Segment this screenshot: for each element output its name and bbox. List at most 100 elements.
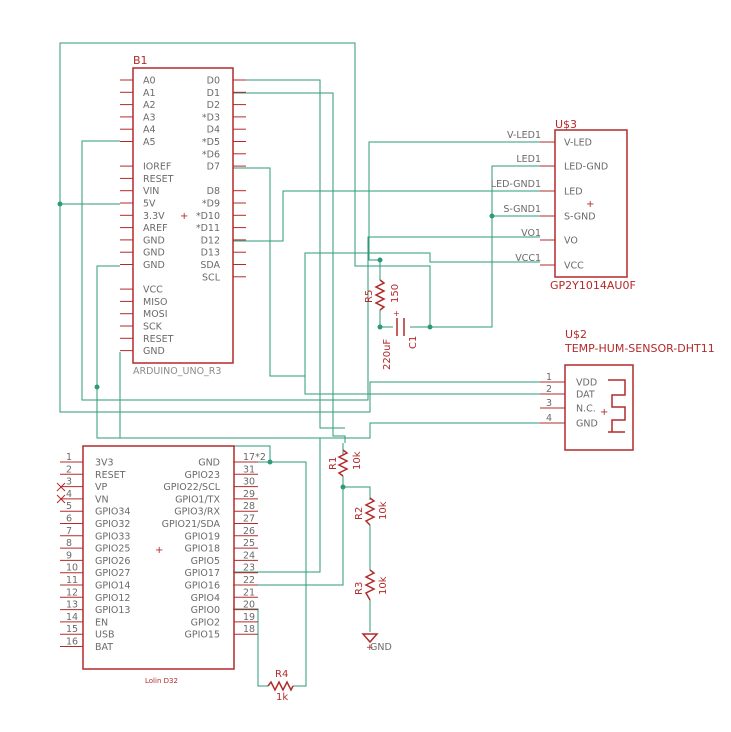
arduino-pin-label: SCL <box>202 272 221 283</box>
arduino-pin-label: A0 <box>143 76 156 87</box>
arduino-pin-label: *D3 <box>202 112 220 123</box>
c1-ref: C1 <box>408 336 419 349</box>
esp32-pin-label: GPIO12 <box>95 593 130 604</box>
arduino-ref: B1 <box>133 54 148 67</box>
esp32-pin-number: 8 <box>66 538 72 549</box>
arduino-pin-label: SDA <box>200 260 220 271</box>
junction-r5-top <box>377 257 383 263</box>
dht-pin-number: 3 <box>546 398 552 409</box>
r5-ref: R5 <box>364 290 375 303</box>
esp32-pin-label: BAT <box>95 642 113 653</box>
esp32-pin-number: 27 <box>243 514 255 525</box>
resistor-r4[interactable]: R4 1k <box>267 669 294 703</box>
ground-label: GND <box>370 642 392 653</box>
dust-net-label: V-LED1 <box>507 130 541 141</box>
esp32-pin-label: GND <box>198 458 220 469</box>
arduino-pin-label: D0 <box>207 76 220 87</box>
esp32-pin-label: GPIO3/RX <box>174 507 220 518</box>
dust-net-label: VCC1 <box>515 253 541 264</box>
esp32-pin-label: GPIO26 <box>95 556 130 567</box>
resistor-r3[interactable]: R3 10k <box>354 569 389 601</box>
arduino-pin-label: 5V <box>143 199 156 210</box>
arduino-pin-label: MISO <box>143 297 168 308</box>
dust-net-label: VO1 <box>521 228 541 239</box>
esp32-pin-number: 3 <box>66 477 72 488</box>
arduino-pin-label: MOSI <box>143 309 168 320</box>
arduino-pin-label: D2 <box>207 100 220 111</box>
arduino-value: ARDUINO_UNO_R3 <box>133 366 221 377</box>
dust-pin-label: S-GND <box>564 212 596 223</box>
r5-value: 150 <box>390 284 401 303</box>
arduino-pin-label: D12 <box>201 235 220 246</box>
arduino-pin-label: *D9 <box>202 199 220 210</box>
resistor-r5[interactable]: R5 150 <box>364 279 401 311</box>
esp32-pin-number: 7 <box>66 526 72 537</box>
esp32-pin-number: 24 <box>243 550 255 561</box>
esp32-pin-number: 4 <box>66 489 72 500</box>
arduino-pin-label: IOREF <box>143 162 171 173</box>
r2-ref: R2 <box>354 507 365 520</box>
r3-ref: R3 <box>354 582 365 595</box>
dust-origin-mark: + <box>586 199 594 210</box>
esp32-pin-label: VN <box>95 494 109 505</box>
dht-pin-number: 1 <box>546 372 552 383</box>
arduino-pin-label: RESET <box>143 334 174 345</box>
dust-sensor-component[interactable]: U$3 GP2Y1014AU0F + V-LEDV-LED1LED-GNDLED… <box>491 118 636 292</box>
esp32-pin-label: GPIO25 <box>95 544 130 555</box>
esp32-pin-label: GPIO15 <box>185 630 220 641</box>
dht-origin-mark: + <box>600 407 608 418</box>
esp32-pin-label: GPIO34 <box>95 507 130 518</box>
esp32-pin-number: 11 <box>66 575 78 586</box>
capacitor-c1[interactable]: 220uF C1 + <box>382 309 419 370</box>
dht-pin-number: 2 <box>546 384 552 395</box>
esp32-value: Lolin D32 <box>145 677 178 685</box>
esp32-pin-label: GPIO5 <box>191 556 220 567</box>
esp32-pin-number: 22 <box>243 575 255 586</box>
esp32-pin-number: 15 <box>66 624 78 635</box>
junctions <box>57 201 495 490</box>
arduino-uno-component[interactable]: B1 ARDUINO_UNO_R3 A0A1A2A3A4A5IOREFRESET… <box>120 54 246 377</box>
junction-divider <box>340 484 346 490</box>
arduino-pin-label: D1 <box>207 88 220 99</box>
dust-net-label: LED1 <box>516 154 541 165</box>
ground-plus-mark: + <box>366 643 374 653</box>
esp32-pin-label: GPIO14 <box>95 581 130 592</box>
esp32-pin-label: GPIO22/SCL <box>163 482 220 493</box>
no-connect-vp <box>56 482 66 492</box>
dust-value: GP2Y1014AU0F <box>550 279 636 292</box>
esp32-pin-label: EN <box>95 617 108 628</box>
esp32-pin-number: 23 <box>243 563 255 574</box>
esp32-pin-number: 30 <box>243 477 255 488</box>
esp32-pin-number: 1 <box>66 452 72 463</box>
esp32-pin-number: 6 <box>66 514 72 525</box>
esp32-pin-number: 13 <box>66 600 78 611</box>
arduino-left-pins: A0A1A2A3A4A5IOREFRESETVIN5V3.3VAREFGNDGN… <box>120 76 174 357</box>
arduino-pin-label: GND <box>143 248 165 259</box>
dht11-component[interactable]: U$2 TEMP-HUM-SENSOR-DHT11 + VDD1DAT2N.C.… <box>540 328 715 451</box>
esp32-pin-number: 29 <box>243 489 255 500</box>
dht-pin-label: GND <box>576 419 598 430</box>
arduino-pin-label: D7 <box>207 162 220 173</box>
dust-pin-label: LED-GND <box>564 162 608 173</box>
r1-ref: R1 <box>328 457 339 470</box>
junction-esp-gnd <box>267 459 273 465</box>
wires <box>59 42 540 687</box>
c1-value: 220uF <box>382 339 393 370</box>
esp32-pin-label: GPIO19 <box>185 531 220 542</box>
esp32-pin-number: 10 <box>66 563 78 574</box>
resistor-r1[interactable]: R1 10k <box>328 449 363 477</box>
arduino-pin-label: 3.3V <box>143 211 165 222</box>
esp32-pin-number: 20 <box>243 600 255 611</box>
arduino-pin-label: *D6 <box>202 149 220 160</box>
esp32-pin-number: 25 <box>243 538 255 549</box>
esp32-component[interactable]: Lolin D32 + 3V31RESET2VP3VN4GPIO345GPIO3… <box>56 445 266 685</box>
arduino-pin-label: A3 <box>143 112 156 123</box>
arduino-pin-label: *D10 <box>196 211 220 222</box>
arduino-pin-label: VIN <box>143 186 159 197</box>
dust-net-label: S-GND1 <box>503 204 541 215</box>
resistor-r2[interactable]: R2 10k <box>354 497 389 526</box>
junction-c1 <box>427 324 433 330</box>
esp32-pin-number: 21 <box>243 587 255 598</box>
esp32-pin-label: GPIO17 <box>185 568 220 579</box>
